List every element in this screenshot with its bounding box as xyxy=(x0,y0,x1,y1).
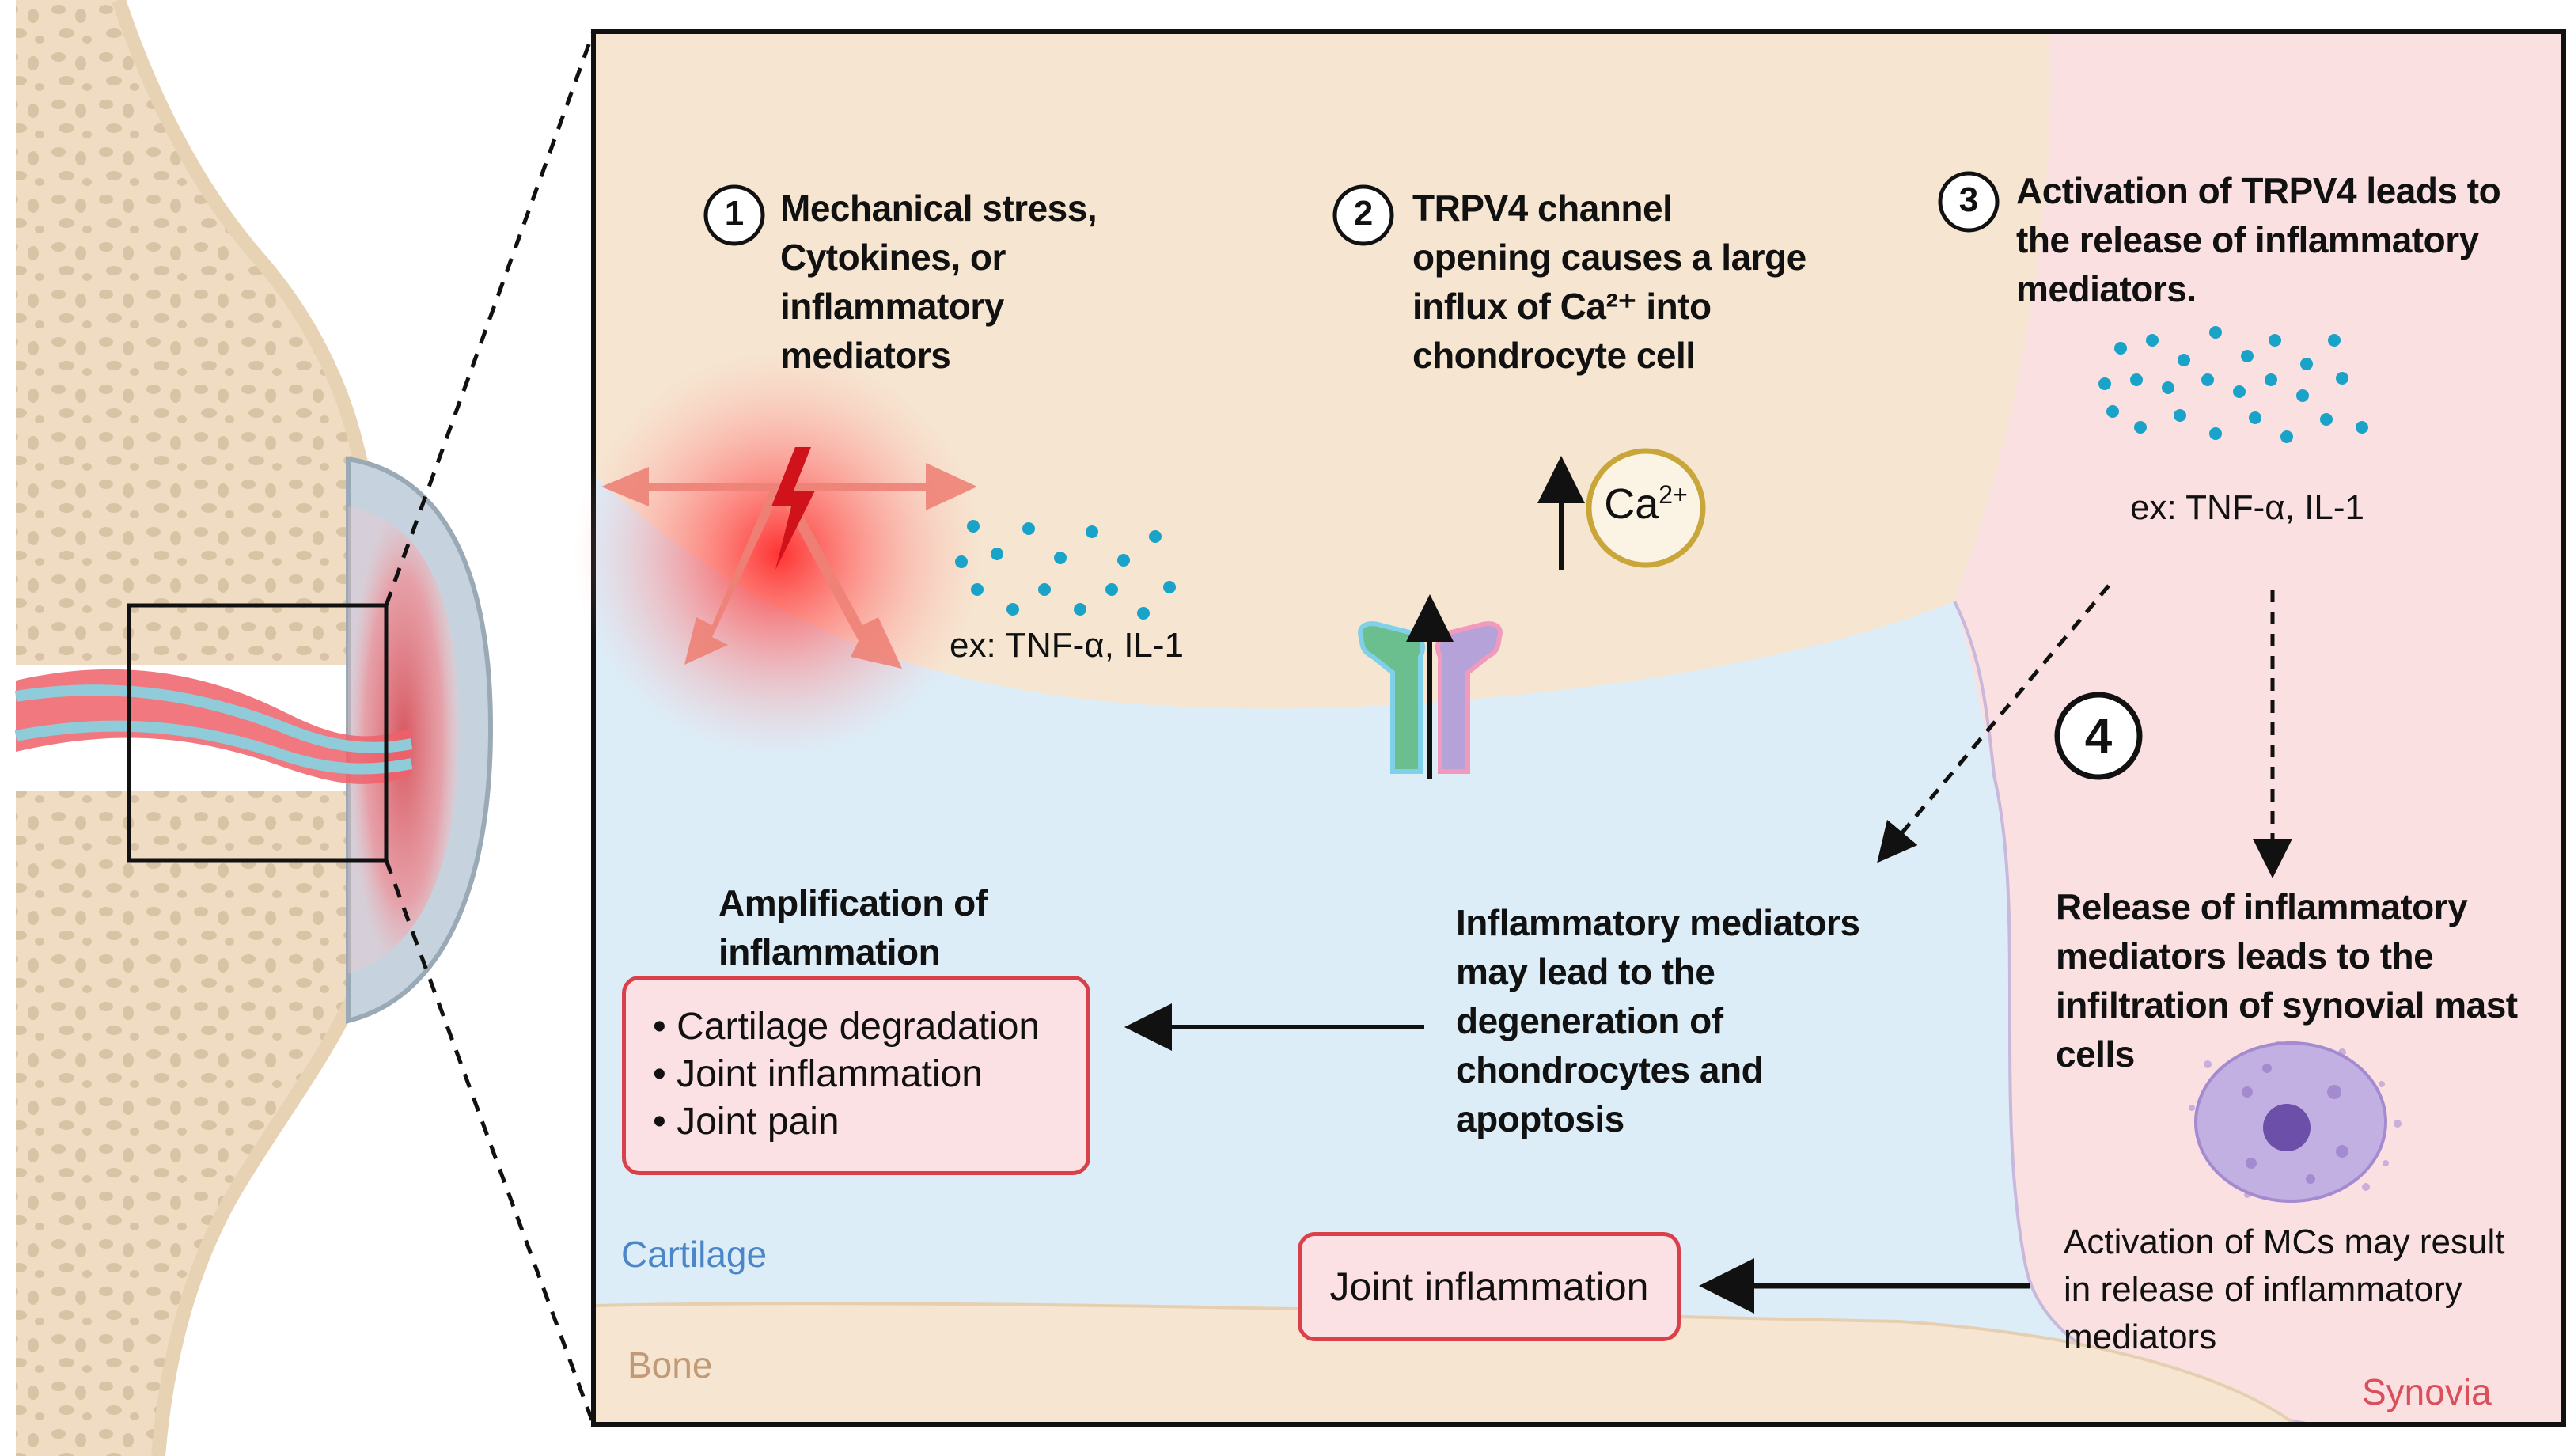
step-3-number: 3 xyxy=(1958,180,1979,219)
calcium-charge: 2+ xyxy=(1659,480,1688,509)
step-1-text: Mechanical stress, Cytokines, or inflamm… xyxy=(780,188,1097,376)
amplification-title: Amplification of inflammation xyxy=(718,882,988,973)
step-3-circle xyxy=(1938,171,2000,233)
stress-arrow-left xyxy=(601,467,779,506)
lightning-bolt-icon xyxy=(771,447,815,570)
lower-bone-shape xyxy=(16,791,372,1456)
bone-region xyxy=(593,1303,2295,1424)
panel-frame xyxy=(591,29,2566,1427)
zoom-connector-top xyxy=(384,31,596,606)
step-1-number: 1 xyxy=(724,194,745,233)
cartilage-layer-upper xyxy=(14,684,413,753)
step-2-number: 2 xyxy=(1353,194,1374,233)
calcium-ion-circle xyxy=(1586,448,1706,568)
calcium-indicator xyxy=(1537,448,1706,570)
amplification-box: Cartilage degradation Joint inflammation… xyxy=(622,976,1090,1175)
trpv4-channel-icon xyxy=(1358,594,1503,779)
upper-bone-shape xyxy=(16,0,372,665)
step-3-text: Activation of TRPV4 leads to the release… xyxy=(2016,170,2501,309)
step-2-text: TRPV4 channel opening causes a large inf… xyxy=(1412,188,1806,376)
mast-cell-inner-granules xyxy=(2242,1064,2348,1184)
calcium-label: Ca2+ xyxy=(1598,480,1693,529)
mast-cell-activation-text: Activation of MCs may result in release … xyxy=(2064,1223,2505,1356)
cartilage-layer-lower xyxy=(14,720,413,775)
stress-indicator xyxy=(574,348,985,760)
step-4-text: Release of inflammatory mediators leads … xyxy=(2056,886,2518,1075)
trpv4-subunit-right xyxy=(1435,621,1503,774)
calcium-base: Ca xyxy=(1604,480,1659,528)
step-4-number: 4 xyxy=(2084,709,2113,764)
stress-arrow-down-right xyxy=(779,487,902,669)
mast-cell-nucleus xyxy=(2263,1104,2311,1151)
lower-bone-edge xyxy=(151,947,379,1456)
amplification-item: Cartilage degradation xyxy=(653,1003,1086,1051)
mediator-dots-cluster-1 xyxy=(955,520,1176,620)
upper-bone-edge xyxy=(112,0,379,509)
stress-arrow-down-left xyxy=(684,487,779,665)
knee-joint-illustration xyxy=(14,0,494,1456)
amplification-list: Cartilage degradation Joint inflammation… xyxy=(653,1003,1086,1146)
mast-cell-icon xyxy=(2189,1041,2402,1203)
amplification-item: Joint inflammation xyxy=(653,1051,1086,1098)
amplification-item: Joint pain xyxy=(653,1098,1086,1146)
mediator-example-3: ex: TNF-α, IL-1 xyxy=(2130,488,2365,527)
degeneration-text: Inflammatory mediators may lead to the d… xyxy=(1456,902,1860,1139)
trpv4-subunit-left xyxy=(1358,621,1425,774)
stress-arrow-right xyxy=(779,463,977,510)
step-4-circle xyxy=(2054,692,2143,780)
cartilage-label: Cartilage xyxy=(621,1234,768,1275)
zoom-connector-bottom xyxy=(384,859,596,1425)
stress-arrows xyxy=(601,463,977,669)
detail-panel xyxy=(591,29,2566,1427)
mediator-example-1: ex: TNF-α, IL-1 xyxy=(950,626,1185,665)
bone-label: Bone xyxy=(627,1344,713,1386)
joint-space-inflamed xyxy=(16,669,411,784)
joint-inflammation-box: Joint inflammation xyxy=(1298,1232,1681,1341)
step-2-circle xyxy=(1332,184,1394,246)
zoom-region-box xyxy=(127,603,389,863)
step-circles xyxy=(703,171,2143,780)
step-1-circle xyxy=(703,184,765,246)
synovia-label: Synovia xyxy=(2362,1371,2492,1412)
mediator-dots-cluster-3 xyxy=(2098,326,2368,443)
